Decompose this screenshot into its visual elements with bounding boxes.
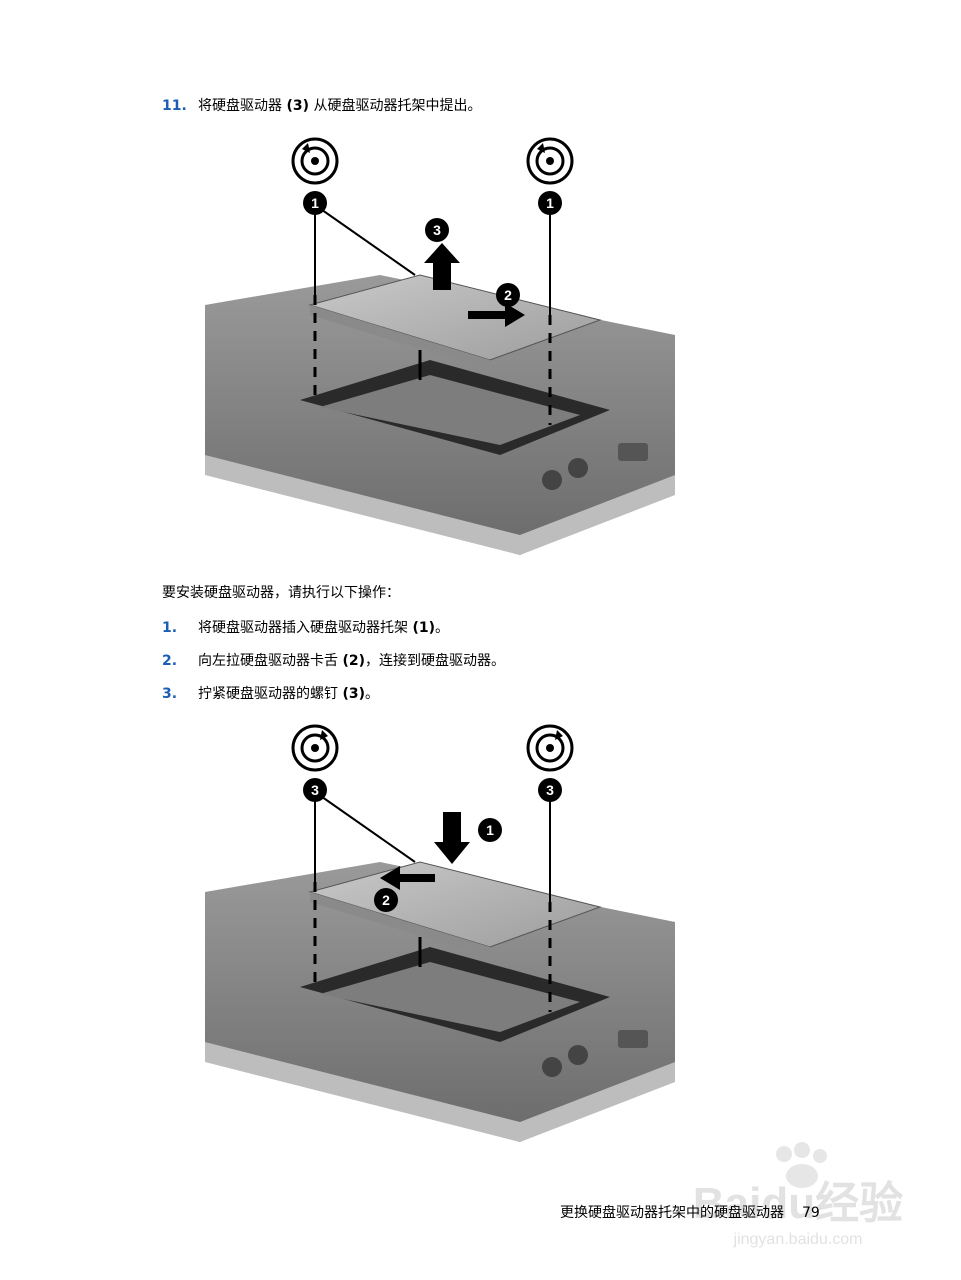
rotate-cw-icon [291, 724, 339, 772]
callout-badge: 3 [425, 218, 449, 242]
watermark-url: jingyan.baidu.com [733, 1231, 863, 1248]
step-number: 2. [162, 653, 178, 669]
step-text-end: 从硬盘驱动器托架中提出。 [309, 98, 482, 114]
step-ref: (3) [286, 98, 309, 114]
step-3: 3. 拧紧硬盘驱动器的螺钉 (3)。 [162, 684, 379, 704]
arrow-right-icon [468, 303, 525, 327]
step-text-end: ，连接到硬盘驱动器。 [365, 653, 505, 669]
step-2: 2. 向左拉硬盘驱动器卡舌 (2)，连接到硬盘驱动器。 [162, 651, 505, 671]
port-usb [618, 443, 648, 461]
callout-badge: 3 [303, 778, 327, 802]
drive-side [310, 892, 490, 957]
callout-badge: 2 [496, 283, 520, 307]
bay-inner [320, 962, 580, 1032]
callout-label: 3 [546, 782, 554, 798]
callout-label: 1 [546, 195, 554, 211]
step-text-end: 。 [365, 686, 379, 702]
step-text: 将硬盘驱动器 [198, 98, 287, 114]
callout-badge: 3 [538, 778, 562, 802]
intro-text: 要安装硬盘驱动器，请执行以下操作： [162, 585, 400, 601]
bay-inner [320, 375, 580, 445]
port-jack-2 [568, 1045, 588, 1065]
step-text: 拧紧硬盘驱动器的螺钉 [198, 686, 343, 702]
step-text: 将硬盘驱动器插入硬盘驱动器托架 [198, 620, 413, 636]
step-number: 3. [162, 686, 178, 702]
page-footer: 更换硬盘驱动器托架中的硬盘驱动器 79 [560, 1202, 820, 1222]
hard-drive [308, 274, 602, 361]
page-number: 79 [802, 1205, 820, 1221]
port-jack [542, 1057, 562, 1077]
rotate-ccw-icon [291, 137, 339, 185]
port-jack-2 [568, 458, 588, 478]
step-number: 1. [162, 620, 178, 636]
figure-remove-drive: 1 1 2 3 [205, 137, 675, 555]
step-text: 向左拉硬盘驱动器卡舌 [198, 653, 343, 669]
arrow-down-icon [434, 812, 470, 864]
baidu-watermark: Baidu经验 jingyan.baidu.com [693, 1142, 903, 1248]
arrow-up-icon [424, 243, 460, 290]
step-ref: (3) [342, 686, 365, 702]
leader-3b [314, 791, 416, 863]
paw-icon [776, 1142, 827, 1188]
callout-badge: 1 [478, 818, 502, 842]
port-usb [618, 1030, 648, 1048]
footer-title: 更换硬盘驱动器托架中的硬盘驱动器 [560, 1205, 784, 1221]
callout-label: 1 [486, 822, 494, 838]
laptop-edge [205, 455, 675, 555]
step-1: 1. 将硬盘驱动器插入硬盘驱动器托架 (1)。 [162, 618, 449, 638]
laptop-edge [205, 1042, 675, 1142]
callout-badge: 1 [538, 191, 562, 215]
rotate-ccw-icon [526, 137, 574, 185]
callout-label: 3 [311, 782, 319, 798]
callout-badge: 2 [374, 888, 398, 912]
callout-label: 2 [382, 892, 390, 908]
callout-label: 2 [504, 287, 512, 303]
step-ref: (2) [342, 653, 365, 669]
rotate-cw-icon [526, 724, 574, 772]
figure-install-drive: 3 3 1 2 [205, 724, 675, 1142]
arrow-left-icon [380, 866, 435, 890]
step-ref: (1) [412, 620, 435, 636]
step-number: 11. [162, 98, 187, 114]
callout-label: 1 [311, 195, 319, 211]
callout-badge: 1 [303, 191, 327, 215]
step-text-end: 。 [435, 620, 449, 636]
port-jack [542, 470, 562, 490]
step-11: 11. 将硬盘驱动器 (3) 从硬盘驱动器托架中提出。 [162, 96, 481, 116]
watermark-logo-text: Baidu经验 [693, 1179, 903, 1228]
drive-side [310, 305, 490, 370]
leader-1b [314, 204, 416, 276]
callout-label: 3 [433, 222, 441, 238]
